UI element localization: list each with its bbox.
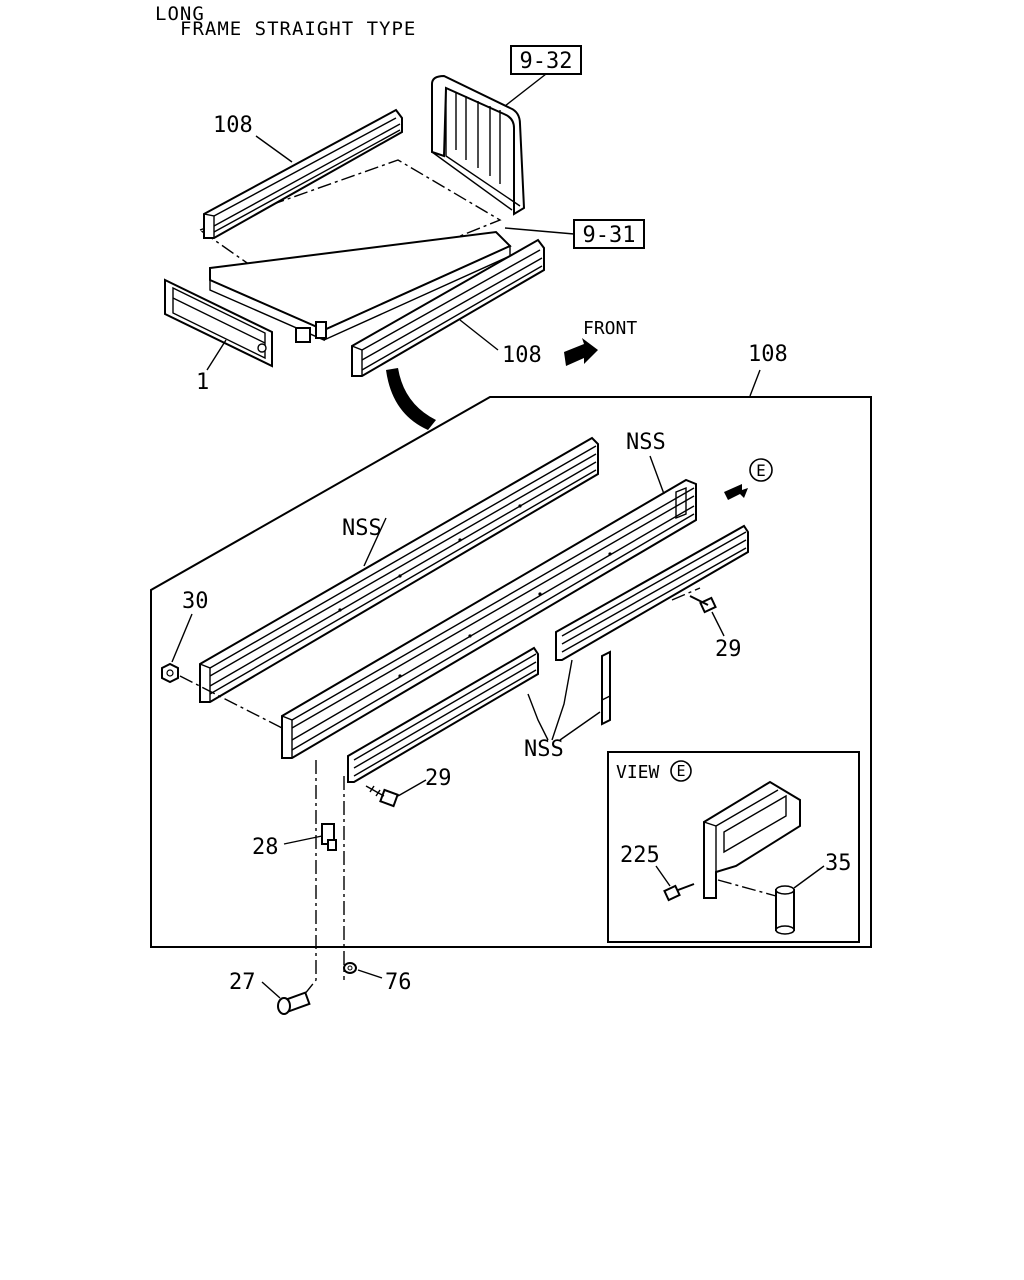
callout-nss-left: NSS <box>342 516 382 541</box>
detail-frame <box>150 396 872 948</box>
callout-225: 225 <box>620 843 660 868</box>
leader-29-right <box>711 611 725 637</box>
view-e-title: VIEW <box>616 762 660 783</box>
pin-27 <box>277 991 311 1015</box>
header-line-2: FRAME STRAIGHT TYPE <box>180 18 416 40</box>
connector-27 <box>299 760 317 1001</box>
rail-short-mid <box>347 646 539 783</box>
callout-nss-bottom: NSS <box>524 737 564 762</box>
callout-108-mid: 108 <box>502 343 542 368</box>
view-e-roller-35 <box>775 885 795 935</box>
leader-108-mid <box>459 319 499 351</box>
rail-lower <box>281 478 697 759</box>
ref-9-32-label: 9-32 <box>520 49 573 74</box>
floor-panel <box>198 159 512 343</box>
leader-9-32 <box>504 73 547 107</box>
leader-108-top <box>255 135 293 163</box>
callout-30: 30 <box>182 589 209 614</box>
header-board <box>431 74 526 216</box>
washer-76 <box>343 962 357 974</box>
callout-28: 28 <box>252 835 279 860</box>
callout-108-top: 108 <box>213 113 253 138</box>
header-line-1: LONG <box>155 3 205 25</box>
leader-27 <box>261 981 281 999</box>
view-e-marker: E <box>724 458 773 500</box>
leader-28 <box>283 835 323 845</box>
callout-108-box: 108 <box>748 342 788 367</box>
view-e-gate-end <box>703 780 801 899</box>
callout-35: 35 <box>825 851 852 876</box>
view-e-bolt-225 <box>663 883 695 902</box>
callout-1: 1 <box>196 370 209 395</box>
leader-29-mid <box>397 779 427 797</box>
ref-9-31-label: 9-31 <box>583 223 636 248</box>
callout-29-mid: 29 <box>425 766 452 791</box>
view-e-marker-letter: E <box>756 461 766 480</box>
hinge-28 <box>321 823 337 851</box>
callout-27: 27 <box>229 970 256 995</box>
leader-76 <box>357 969 383 979</box>
callout-76: 76 <box>385 970 412 995</box>
rail-short-right <box>555 524 749 661</box>
leader-225 <box>655 865 671 887</box>
rail-upper <box>199 436 599 703</box>
leader-1 <box>206 339 227 371</box>
leader-nss-top <box>649 455 665 495</box>
side-gate-bottom <box>351 238 545 377</box>
leader-9-31 <box>504 227 575 235</box>
leader-nss-left <box>363 517 387 567</box>
leader-30 <box>171 613 193 663</box>
bolt-29-right <box>689 595 717 614</box>
detail-pointer-arrow-icon <box>386 368 436 430</box>
connector-30 <box>179 675 283 729</box>
ref-9-32-box[interactable]: 9-32 <box>510 45 582 75</box>
view-e-title-letter: E <box>676 762 685 780</box>
connector-29-right <box>671 587 701 601</box>
front-label: FRONT <box>583 318 637 339</box>
ref-9-31-box[interactable]: 9-31 <box>573 219 645 249</box>
strap <box>601 650 611 726</box>
view-e-title-circle <box>670 760 692 782</box>
view-e-arrow-icon <box>724 484 748 500</box>
side-gate-top <box>203 108 403 239</box>
nut-30 <box>161 662 179 684</box>
bolt-29-mid <box>365 785 399 808</box>
tail-gate <box>164 278 273 368</box>
callout-29-right: 29 <box>715 637 742 662</box>
front-arrow-icon <box>564 338 598 366</box>
leader-108-box <box>749 369 761 397</box>
leader-nss-bottom <box>527 659 601 741</box>
callout-nss-top: NSS <box>626 430 666 455</box>
leader-35 <box>793 865 825 889</box>
